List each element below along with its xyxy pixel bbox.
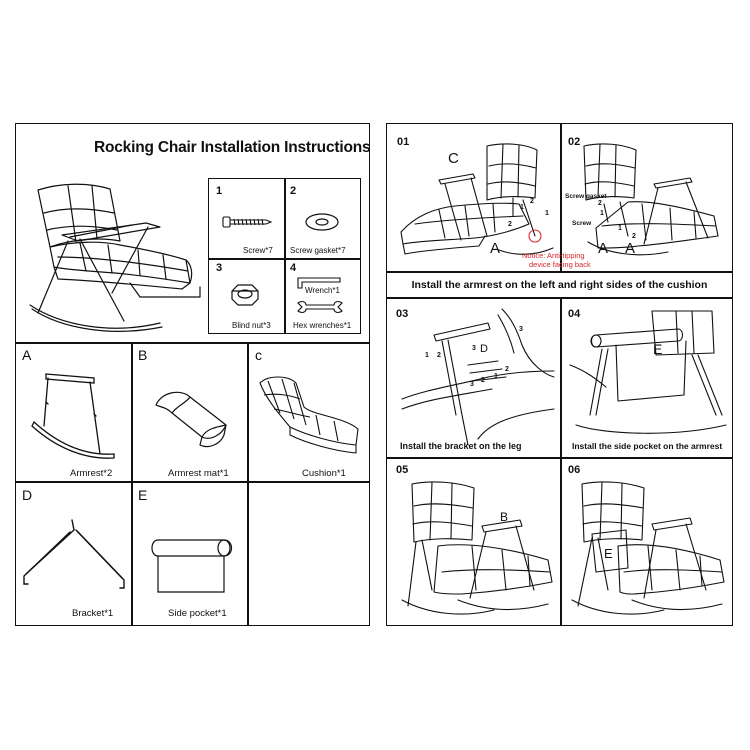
hero-chair-illustration: [20, 175, 220, 335]
bracket-illustration: [18, 518, 130, 596]
step-03-caption: Install the bracket on the leg: [400, 441, 522, 451]
banner-top-line: [386, 271, 733, 273]
step-06-mark-e: E: [604, 546, 613, 561]
page-title: Rocking Chair Installation Instructions: [94, 139, 371, 156]
step-03-n4: 3: [470, 381, 474, 388]
step-03-n7: 2: [505, 366, 509, 373]
left-divider-h1: [15, 342, 370, 344]
left-divider-h2: [15, 481, 370, 483]
step-02-illustration: [568, 140, 733, 268]
step-06-number: 06: [568, 464, 581, 476]
part-gasket-number: 2: [290, 185, 297, 197]
part-tools-number: 4: [290, 262, 297, 274]
right-divider-v: [560, 123, 562, 271]
wrench-label: Wrench*1: [305, 286, 340, 295]
left-divider-v1: [131, 342, 133, 626]
step-01-mark-a: A: [490, 240, 501, 257]
right-divider-v2: [560, 297, 562, 626]
step-03-illustration: [398, 305, 558, 450]
step-04-number: 04: [568, 308, 581, 320]
right-divider-h: [386, 457, 733, 459]
step-02-n2: 1: [600, 210, 604, 217]
step-03-mark-d: D: [480, 343, 488, 355]
step-04-caption: Install the side pocket on the armrest: [572, 441, 723, 451]
blind-nut-icon: [228, 283, 262, 307]
step-05-number: 05: [396, 464, 409, 476]
part-nut-number: 3: [216, 262, 223, 274]
step-02-mark-a2: A: [625, 240, 636, 257]
step-01-number: 01: [397, 136, 410, 148]
step-02-mark-a1: A: [598, 240, 609, 257]
step-01-notice-line1: Notice: Anti-tipping: [522, 251, 585, 260]
step-01-n4: 2: [508, 221, 512, 228]
step-02-n3: 1: [618, 225, 622, 232]
part-screw-number: 1: [216, 185, 223, 197]
part-nut-label: Blind nut*3: [232, 321, 271, 330]
component-b-letter: B: [138, 347, 148, 363]
step-02-screw-gasket: Screw gasket: [565, 193, 607, 200]
step-03-n8: 3: [519, 326, 523, 333]
component-e-letter: E: [138, 487, 148, 503]
step-01-notice-line2: device facing back: [529, 260, 591, 269]
right-page: [386, 123, 733, 626]
step-03-n6: 1: [494, 373, 498, 380]
step-06-illustration: [568, 478, 728, 620]
step-04-mark-e: E: [653, 341, 663, 357]
component-e-label: Side pocket*1: [168, 608, 227, 619]
left-page: [15, 123, 370, 626]
component-c-letter: c: [255, 347, 262, 363]
side-pocket-illustration: [152, 536, 237, 596]
step-05-mark-b: B: [500, 510, 509, 524]
component-d-letter: D: [22, 487, 33, 503]
step-01-mark-c: C: [448, 150, 459, 167]
component-c-label: Cushion*1: [302, 468, 346, 479]
step-02-number: 02: [568, 136, 581, 148]
step-01-n1: 1: [520, 204, 524, 211]
step-01-illustration: [395, 140, 560, 268]
banner-text: Install the armrest on the left and righ…: [411, 279, 708, 291]
armrest-illustration: [28, 368, 123, 463]
cushion-illustration: [254, 373, 364, 458]
step-03-n3: 3: [472, 345, 476, 352]
step-02-n4: 2: [632, 233, 636, 240]
step-01-n3: 1: [545, 210, 549, 217]
gasket-icon: [304, 212, 340, 232]
component-b-label: Armrest mat*1: [168, 468, 229, 479]
screw-icon: [222, 215, 272, 229]
step-03-number: 03: [396, 308, 409, 320]
step-02-screw: Screw: [572, 220, 592, 227]
wrench-icon: [294, 276, 344, 290]
left-divider-v2: [247, 342, 249, 626]
step-04-illustration: [566, 305, 732, 450]
step-02-n1: 2: [598, 200, 602, 207]
component-a-label: Armrest*2: [70, 468, 113, 479]
step-03-n5: 2: [481, 377, 485, 384]
parts-table-v: [284, 178, 286, 334]
hex-wrench-label: Hex wrenches*1: [293, 321, 352, 330]
component-a-letter: A: [22, 347, 32, 363]
step-03-n2: 2: [437, 352, 441, 359]
step-01-n2: 2: [530, 198, 534, 205]
step-05-illustration: [398, 478, 556, 620]
step-03-n1: 1: [425, 352, 429, 359]
part-screw-label: Screw*7: [243, 246, 273, 255]
component-d-label: Bracket*1: [72, 608, 114, 619]
part-gasket-label: Screw gasket*7: [290, 246, 346, 255]
banner-bottom-line: [386, 297, 733, 299]
hex-wrench-icon: [296, 300, 344, 314]
armrest-mat-illustration: [152, 385, 232, 455]
